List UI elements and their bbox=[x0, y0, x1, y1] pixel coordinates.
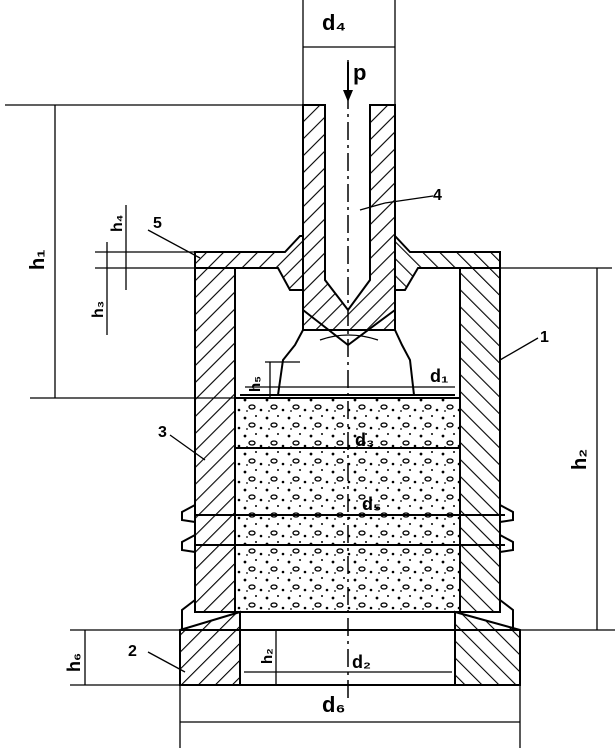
label-d6: d₆ bbox=[322, 692, 345, 717]
label-h2-bottom: h₂ bbox=[259, 648, 276, 664]
collar-ridge bbox=[499, 534, 514, 553]
label-part-2: 2 bbox=[128, 643, 137, 660]
piston-head bbox=[277, 329, 415, 396]
label-part-1: 1 bbox=[540, 329, 549, 346]
soil-sample bbox=[195, 397, 505, 613]
base-plate bbox=[179, 610, 521, 686]
label-h5: h₅ bbox=[247, 376, 264, 392]
label-part-3: 3 bbox=[158, 424, 167, 441]
label-h4: h₄ bbox=[109, 215, 126, 232]
label-p: p bbox=[353, 60, 366, 85]
collar-ridge bbox=[181, 534, 196, 553]
label-h3: h₃ bbox=[90, 301, 107, 318]
label-part-4: 4 bbox=[433, 187, 442, 204]
collar-ridge bbox=[181, 504, 196, 523]
label-d1: d₁ bbox=[430, 366, 448, 386]
dimension-lines bbox=[5, 0, 615, 748]
label-h6: h₆ bbox=[64, 653, 84, 672]
collar-ridge bbox=[499, 504, 514, 523]
label-d2: d₂ bbox=[352, 652, 371, 672]
label-d3: d₃ bbox=[355, 430, 374, 450]
label-part-5: 5 bbox=[153, 215, 162, 232]
label-h2-right: h₂ bbox=[569, 449, 591, 470]
label-h1: h₁ bbox=[27, 250, 49, 271]
label-d4: d₄ bbox=[322, 10, 346, 35]
label-d5: d₅ bbox=[362, 494, 381, 514]
